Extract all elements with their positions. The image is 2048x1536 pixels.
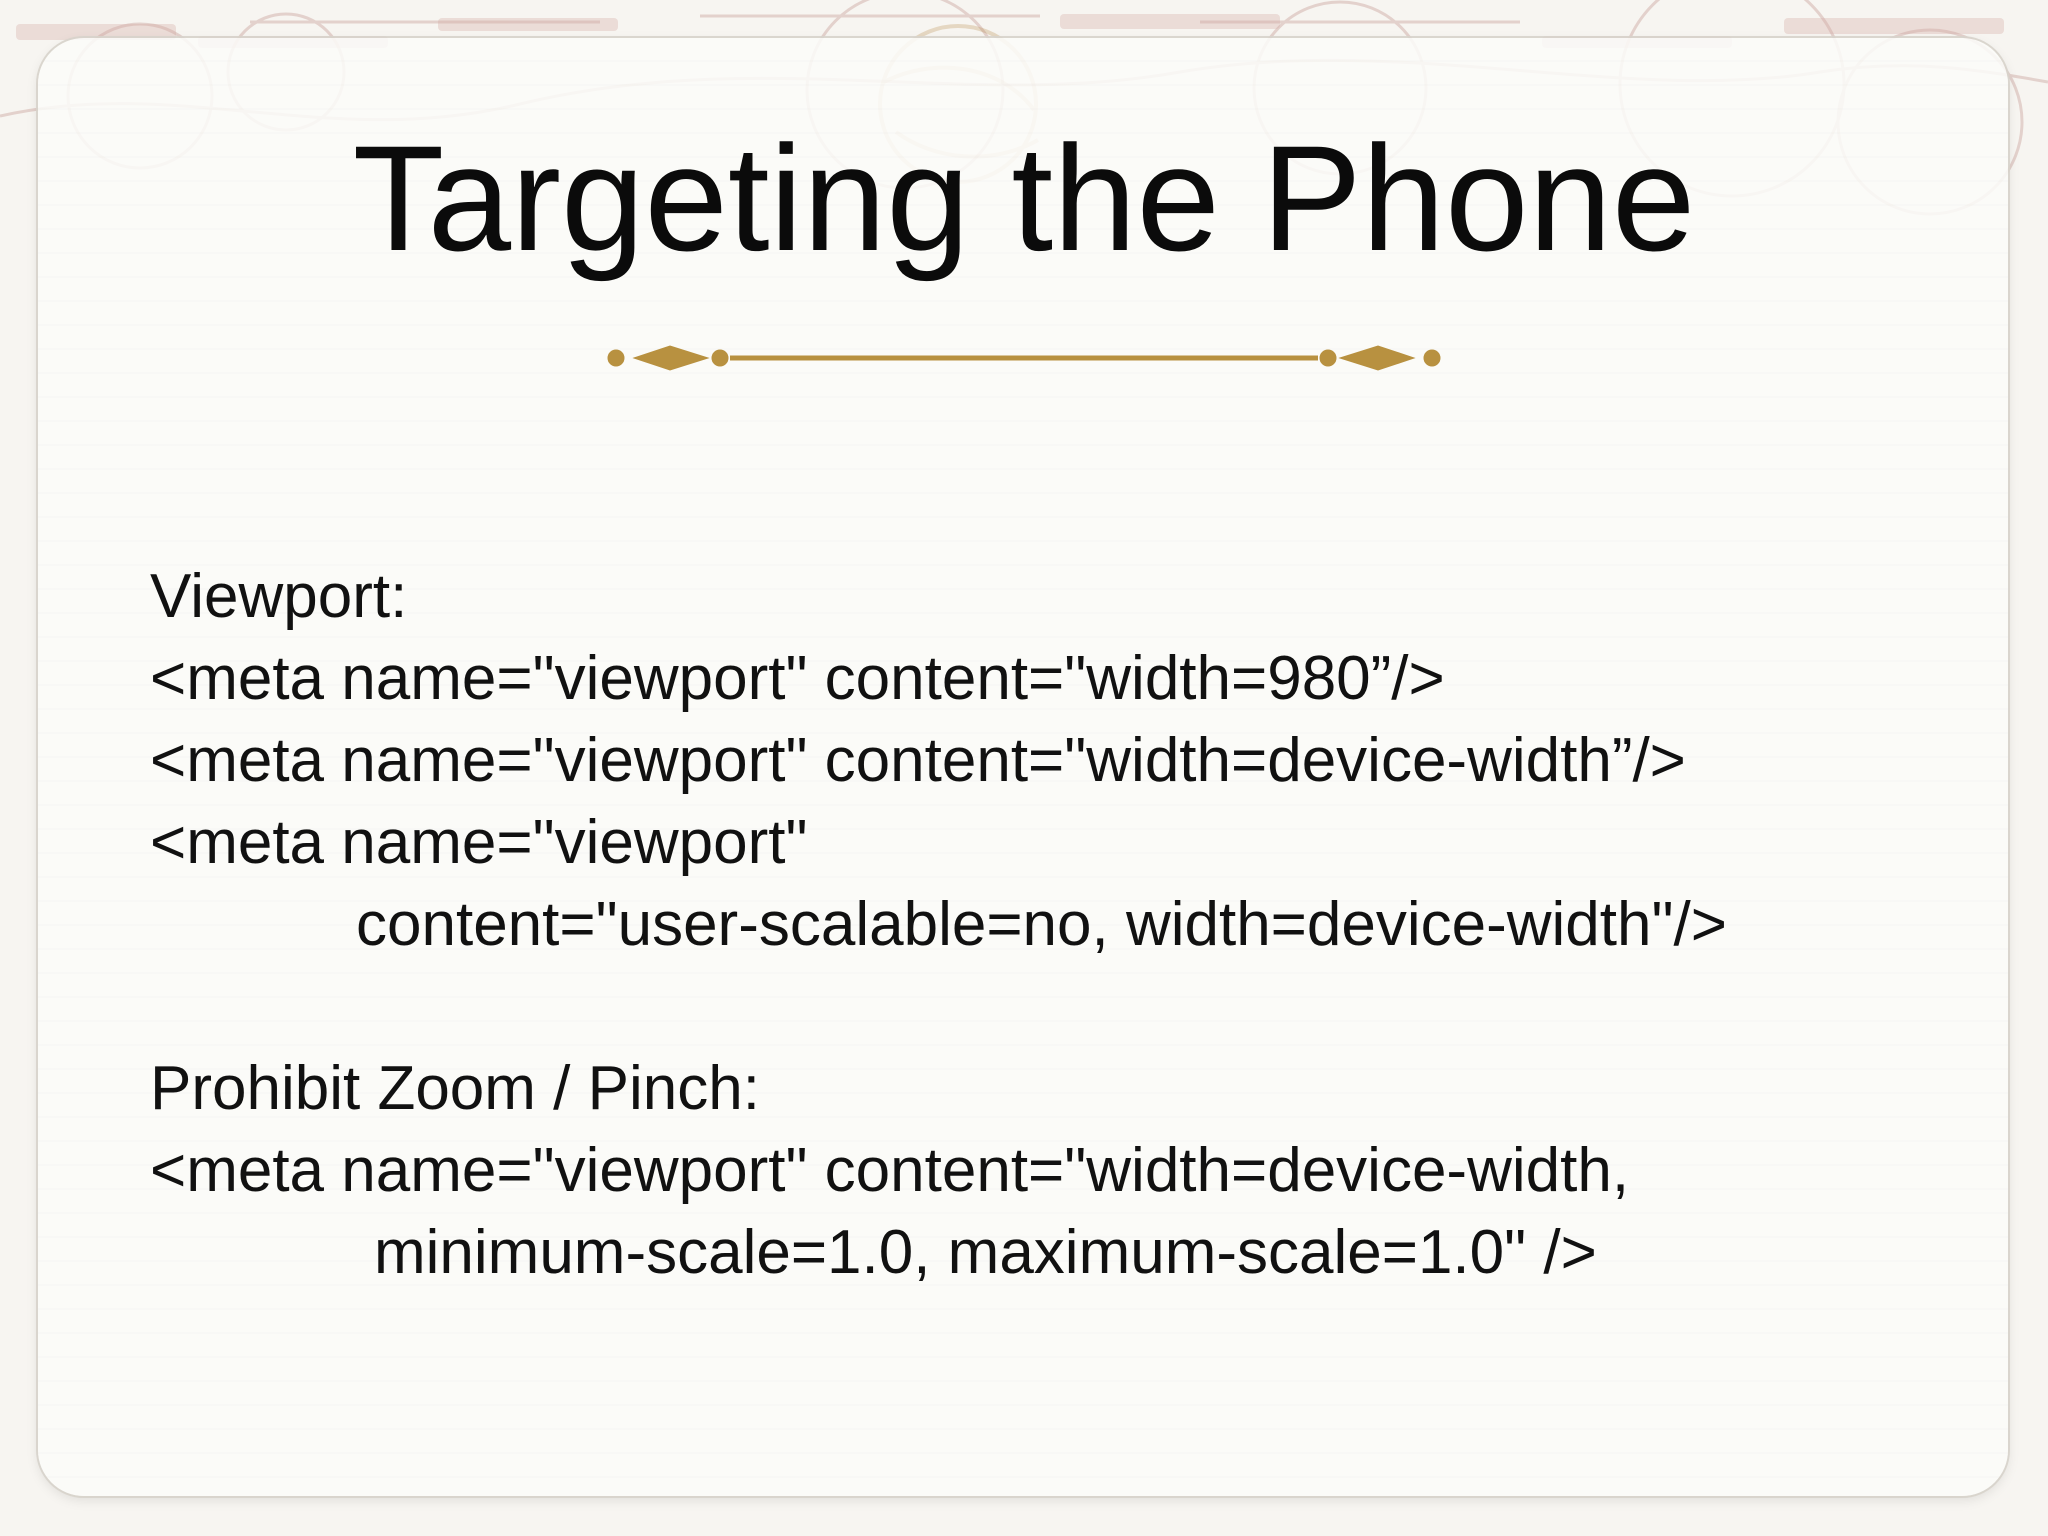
viewport-code-line-4: content="user-scalable=no, width=device-… — [356, 890, 1727, 959]
zoom-code-line-1: <meta name="viewport" content="width=dev… — [150, 1136, 1630, 1205]
viewport-code-line-2: <meta name="viewport" content="width=dev… — [150, 726, 1686, 795]
zoom-code-line-2: minimum-scale=1.0, maximum-scale=1.0" /> — [374, 1218, 1597, 1287]
section-spacer — [150, 966, 1970, 1048]
slide-content-panel — [38, 38, 2008, 1496]
zoom-heading: Prohibit Zoom / Pinch: — [150, 1054, 760, 1123]
gold-divider-ornament — [607, 345, 1441, 371]
slide-title: Targeting the Phone — [352, 114, 1696, 282]
slide-body: Viewport: <meta name="viewport" content=… — [150, 556, 1970, 1294]
viewport-code-line-3: <meta name="viewport" — [150, 808, 808, 877]
viewport-heading: Viewport: — [150, 562, 408, 631]
viewport-code-line-1: <meta name="viewport" content="width=980… — [150, 644, 1445, 713]
